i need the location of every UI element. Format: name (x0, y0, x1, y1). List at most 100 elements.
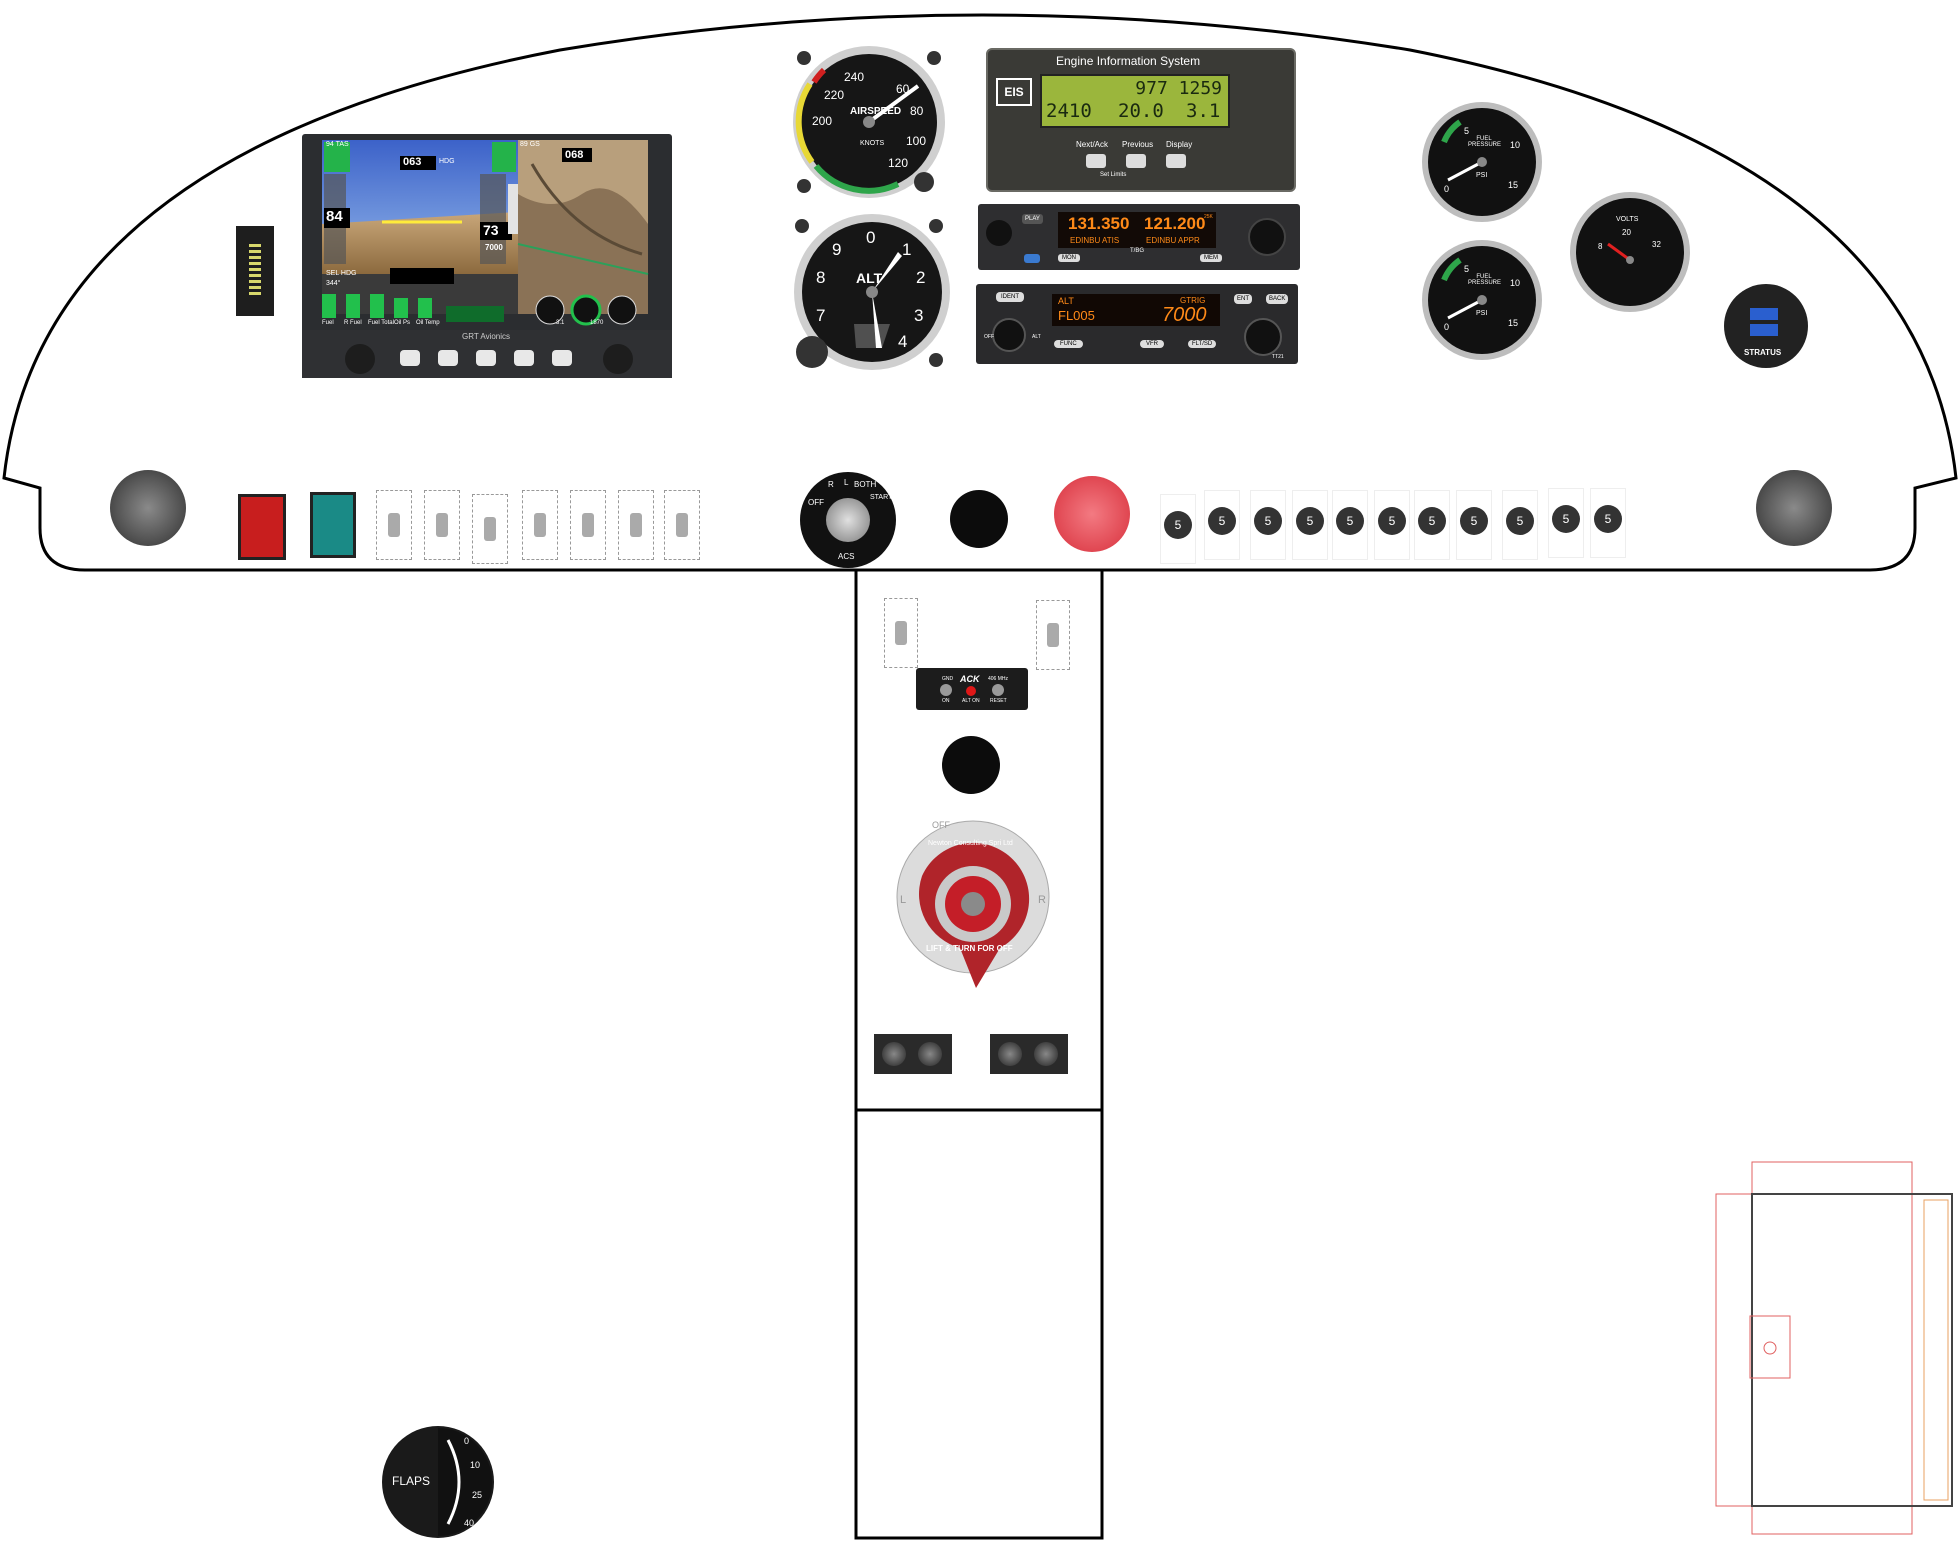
com-display: 131.350 121.200 25K EDINBU ATIS EDINBU A… (1058, 212, 1216, 248)
efis-gauge-label-oiltemp: Oil Temp (416, 320, 440, 326)
toggle-switch-4[interactable] (522, 490, 558, 560)
efis-rpm: 1870 (590, 320, 604, 326)
ack-title: ACK (960, 674, 980, 684)
circuit-breaker-11[interactable]: 5 (1590, 488, 1626, 558)
efis-brand: GRT Avionics (462, 332, 511, 341)
push-button-red[interactable] (1054, 476, 1130, 552)
right-vent[interactable] (1756, 470, 1832, 546)
toggle-switch-5[interactable] (570, 490, 606, 560)
ignition-key-slot[interactable] (826, 498, 870, 542)
xpdr-ident-button[interactable]: IDENT (996, 292, 1024, 302)
ignition-switch[interactable]: OFF R L BOTH START ACS (800, 472, 896, 568)
altimeter-9: 9 (832, 240, 842, 259)
efis-softkey-2[interactable] (438, 350, 458, 366)
headset-jacks-left[interactable] (874, 1034, 952, 1074)
com-flip-button[interactable] (1024, 254, 1040, 263)
toggle-switch-1[interactable] (376, 490, 412, 560)
ack-on-label: ON (942, 698, 950, 704)
fuel-pressure-gauge-2: FUEL PRESSURE PSI 0 5 10 15 (1420, 238, 1544, 362)
flaps-indicator: FLAPS 0 10 25 40 (380, 1424, 496, 1540)
efis-softkey-3[interactable] (476, 350, 496, 366)
fp1-tick-10: 10 (1510, 140, 1521, 150)
transponder: IDENT OFF ALT ALT FL005 GTRIG 7000 FUNC … (976, 284, 1298, 364)
xpdr-ent-button[interactable]: ENT (1234, 294, 1252, 304)
eis-row2-a: 2410 (1046, 100, 1092, 122)
xpdr-vfr-button[interactable]: VFR (1140, 340, 1164, 348)
efis-hdg-bug: 063 (403, 156, 422, 168)
circuit-breaker-2[interactable]: 5 (1204, 490, 1240, 560)
fuel-selector-r: R (1038, 894, 1046, 906)
com-mon-button[interactable]: MON (1058, 254, 1080, 262)
ack-406-label: 406 MHz (988, 676, 1009, 682)
xpdr-mode-knob[interactable] (992, 318, 1026, 352)
com-mem-button[interactable]: MEM (1200, 254, 1222, 262)
circuit-breaker-8[interactable]: 5 (1456, 490, 1492, 560)
ack-reset-jack[interactable] (992, 684, 1004, 696)
fp1-title: FUEL PRESSURE (1468, 136, 1502, 148)
airspeed-tick-220: 220 (824, 88, 845, 102)
xpdr-back-button[interactable]: BACK (1266, 294, 1289, 304)
com-volume-knob[interactable] (986, 220, 1012, 246)
com-status: 25K (1204, 214, 1213, 220)
console-toggle-right[interactable] (1036, 600, 1070, 670)
efis-gauge-label-rfuel: R Fuel (344, 320, 362, 326)
efis-softkey-5[interactable] (552, 350, 572, 366)
efis-softkey-1[interactable] (400, 350, 420, 366)
volts-tick-32: 32 (1652, 240, 1661, 249)
elt-ack-panel: ACK GND 406 MHz ON ALT ON RESET (916, 668, 1028, 710)
circuit-breaker-4[interactable]: 5 (1292, 490, 1328, 560)
console-push-button[interactable] (942, 736, 1000, 794)
flaps-mark-10: 10 (470, 1460, 481, 1470)
usb-port-2[interactable] (1750, 324, 1778, 336)
usb-charger[interactable]: STRATUS (1724, 284, 1808, 368)
fp2-tick-15: 15 (1508, 318, 1519, 328)
toggle-switch-2[interactable] (424, 490, 460, 560)
circuit-breaker-9[interactable]: 5 (1502, 490, 1538, 560)
circuit-breaker-5[interactable]: 5 (1332, 490, 1368, 560)
console-toggle-left[interactable] (884, 598, 918, 668)
eis-next-button[interactable] (1086, 154, 1106, 168)
com-tbg-label: T/BG (1130, 248, 1145, 254)
ack-gnd-jack[interactable] (940, 684, 952, 696)
airspeed-tick-120: 120 (888, 156, 909, 170)
circuit-breaker-3[interactable]: 5 (1250, 490, 1286, 560)
circuit-breaker-6[interactable]: 5 (1374, 490, 1410, 560)
fuel-pressure-gauge-1: FUEL PRESSURE PSI 0 5 10 15 (1420, 100, 1544, 224)
circuit-breaker-10[interactable]: 5 (1548, 488, 1584, 558)
com-play-button[interactable]: PLAY (1022, 214, 1043, 224)
volts-tick-8: 8 (1598, 242, 1603, 251)
xpdr-fltsd-button[interactable]: FLT/SD (1188, 340, 1217, 348)
circuit-breaker-1[interactable]: 5 (1160, 494, 1196, 564)
fuel-selector-valve[interactable]: Newton Consulting Spri Ltd LIFT & TURN F… (892, 816, 1054, 994)
eis-display-button[interactable] (1166, 154, 1186, 168)
ack-reset-label: RESET (990, 698, 1007, 704)
push-button-black[interactable] (950, 490, 1008, 548)
fp2-tick-0: 0 (1444, 322, 1450, 332)
xpdr-func-button[interactable]: FUNC (1054, 340, 1083, 348)
com-radio: PLAY 131.350 121.200 25K EDINBU ATIS EDI… (978, 204, 1300, 270)
fp1-tick-0: 0 (1444, 184, 1450, 194)
fp1-tick-15: 15 (1508, 180, 1519, 190)
fp2-tick-5: 5 (1464, 264, 1470, 274)
efis-display[interactable]: 94 TAS 89 GS 063 HDG 068 84 73 7000 SEL … (302, 134, 672, 378)
toggle-switch-7[interactable] (664, 490, 700, 560)
efis-softkey-4[interactable] (514, 350, 534, 366)
volts-title: VOLTS (1616, 216, 1639, 223)
circuit-breaker-7[interactable]: 5 (1414, 490, 1450, 560)
altimeter-1: 1 (902, 240, 912, 259)
xpdr-knob-alt: ALT (1032, 334, 1041, 340)
ignition-both: BOTH (854, 480, 877, 489)
master-switch-red[interactable] (238, 494, 286, 560)
headset-jacks-right[interactable] (990, 1034, 1068, 1074)
left-vent[interactable] (110, 470, 186, 546)
toggle-switch-3[interactable] (472, 494, 508, 564)
fuel-selector-brand: Newton Consulting Spri Ltd (928, 840, 1013, 847)
usb-port-1[interactable] (1750, 308, 1778, 320)
eis-previous-button[interactable] (1126, 154, 1146, 168)
xpdr-code-knob[interactable] (1244, 318, 1282, 356)
toggle-switch-6[interactable] (618, 490, 654, 560)
ignition-brand: ACS (838, 552, 855, 561)
master-switch-teal[interactable] (310, 492, 356, 558)
com-freq-knob[interactable] (1248, 218, 1286, 256)
eis-prev-label: Previous (1122, 140, 1154, 149)
